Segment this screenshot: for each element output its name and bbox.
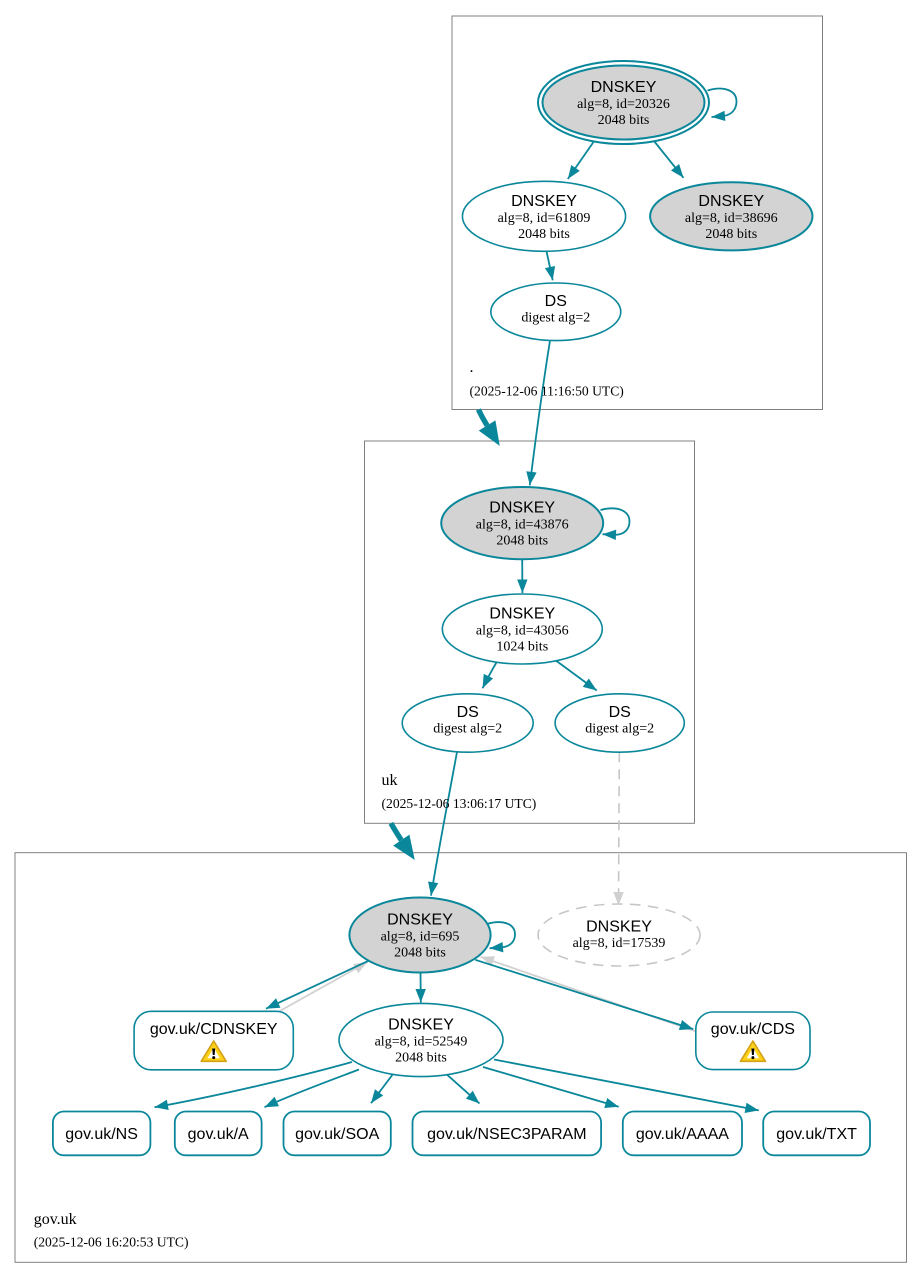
svg-text:(2025-12-06 13:06:17 UTC): (2025-12-06 13:06:17 UTC) [382, 796, 537, 812]
svg-text:uk: uk [382, 772, 398, 789]
svg-text:DNSKEY: DNSKEY [586, 919, 652, 936]
svg-text:2048 bits: 2048 bits [496, 534, 548, 549]
svg-text:DNSKEY: DNSKEY [388, 1017, 454, 1034]
svg-text:alg=8, id=43056: alg=8, id=43056 [476, 624, 569, 639]
svg-text:2048 bits: 2048 bits [518, 227, 570, 242]
svg-text:2048 bits: 2048 bits [705, 227, 757, 242]
svg-text:alg=8, id=695: alg=8, id=695 [381, 930, 460, 945]
svg-text:gov.uk/A: gov.uk/A [188, 1126, 249, 1143]
svg-text:2048 bits: 2048 bits [395, 1051, 447, 1066]
svg-text:DNSKEY: DNSKEY [489, 606, 555, 623]
svg-text:digest alg=2: digest alg=2 [521, 311, 590, 326]
svg-text:2048 bits: 2048 bits [394, 946, 446, 961]
svg-text:DS: DS [609, 704, 631, 721]
svg-text:digest alg=2: digest alg=2 [585, 722, 654, 737]
svg-text:.: . [470, 359, 474, 376]
svg-text:gov.uk/CDS: gov.uk/CDS [711, 1021, 795, 1038]
svg-text:alg=8, id=52549: alg=8, id=52549 [375, 1035, 468, 1050]
svg-text:gov.uk/NSEC3PARAM: gov.uk/NSEC3PARAM [427, 1126, 586, 1143]
svg-text:alg=8, id=61809: alg=8, id=61809 [498, 211, 591, 226]
svg-text:alg=8, id=43876: alg=8, id=43876 [476, 518, 569, 533]
svg-text:1024 bits: 1024 bits [496, 640, 548, 655]
svg-text:gov.uk/CDNSKEY: gov.uk/CDNSKEY [150, 1021, 278, 1038]
svg-text:gov.uk/SOA: gov.uk/SOA [295, 1126, 380, 1143]
svg-text:gov.uk: gov.uk [34, 1211, 77, 1228]
svg-text:gov.uk/AAAA: gov.uk/AAAA [636, 1126, 729, 1143]
svg-text:alg=8, id=20326: alg=8, id=20326 [577, 97, 670, 112]
svg-text:alg=8, id=38696: alg=8, id=38696 [685, 211, 778, 226]
svg-text:DNSKEY: DNSKEY [591, 79, 657, 96]
svg-text:(2025-12-06 11:16:50 UTC): (2025-12-06 11:16:50 UTC) [470, 384, 624, 400]
svg-text:DS: DS [457, 704, 479, 721]
svg-text:DNSKEY: DNSKEY [698, 193, 764, 210]
svg-text:gov.uk/NS: gov.uk/NS [65, 1126, 138, 1143]
svg-text:DNSKEY: DNSKEY [387, 912, 453, 929]
svg-text:DNSKEY: DNSKEY [489, 500, 555, 517]
svg-text:alg=8, id=17539: alg=8, id=17539 [573, 936, 666, 951]
svg-text:DS: DS [545, 293, 567, 310]
svg-text:2048 bits: 2048 bits [598, 113, 650, 128]
svg-text:(2025-12-06 16:20:53 UTC): (2025-12-06 16:20:53 UTC) [34, 1235, 189, 1251]
svg-text:digest alg=2: digest alg=2 [433, 722, 502, 737]
svg-text:DNSKEY: DNSKEY [511, 193, 577, 210]
svg-text:gov.uk/TXT: gov.uk/TXT [776, 1126, 857, 1143]
